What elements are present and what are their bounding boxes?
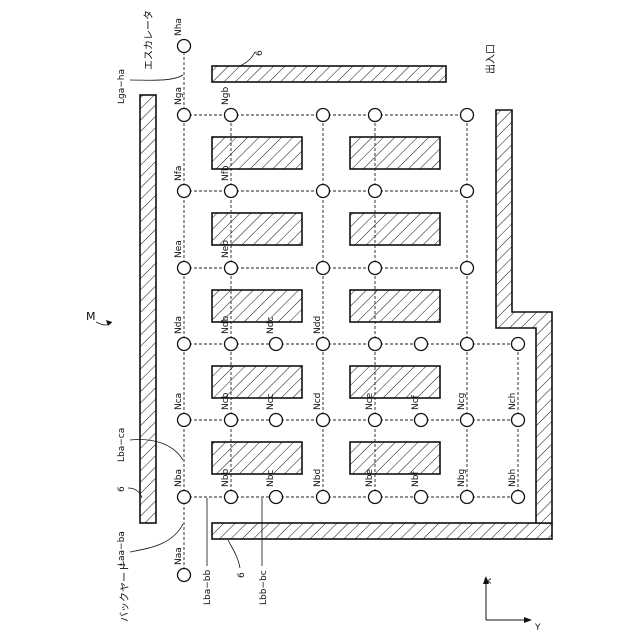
node-ngb xyxy=(225,109,238,122)
node-nge xyxy=(461,109,474,122)
node-ngc xyxy=(317,109,330,122)
wall-left xyxy=(140,95,156,523)
node-nca xyxy=(178,414,191,427)
node-label-nha: Nha xyxy=(174,18,184,36)
node-label-ngb: Ngb xyxy=(221,87,231,105)
node-nbb xyxy=(225,491,238,504)
node-label-nbb: Nbb xyxy=(221,469,231,487)
node-label-nbg: Nbg xyxy=(457,469,467,487)
label-backyard: バックヤード xyxy=(119,562,131,622)
node-label-nce: Nce xyxy=(365,392,375,410)
axis-y-label: Y xyxy=(534,623,541,633)
ref-6-bottom: 6 xyxy=(237,572,247,578)
node-label-nbc: Nbc xyxy=(266,470,276,487)
node-label-ndd: Ndd xyxy=(313,316,323,334)
node-ndh xyxy=(512,338,525,351)
node-label-nfb: Nfb xyxy=(221,165,231,181)
wall-top xyxy=(212,66,446,82)
edge-label-lga-ha: Lga−ha xyxy=(117,69,127,104)
node-label-neb: Neb xyxy=(221,240,231,258)
label-entrance: 出入口 xyxy=(484,44,497,74)
shelf-10 xyxy=(350,442,440,474)
node-label-nbd: Nbd xyxy=(313,469,323,487)
node-ncc xyxy=(270,414,283,427)
node-nfc xyxy=(317,185,330,198)
node-nbf xyxy=(415,491,428,504)
axis-x-label: X xyxy=(484,578,494,584)
node-nha xyxy=(178,40,191,53)
node-nfe xyxy=(461,185,474,198)
node-nce xyxy=(369,414,382,427)
node-nbc xyxy=(270,491,283,504)
ref-6-top: 6 xyxy=(255,50,265,56)
node-nch xyxy=(512,414,525,427)
node-ndg xyxy=(461,338,474,351)
node-label-ncc: Ncc xyxy=(266,393,276,410)
shelf-1 xyxy=(212,137,302,169)
leader-6-top xyxy=(240,52,255,66)
node-ncg xyxy=(461,414,474,427)
leader-lga-ha xyxy=(130,75,183,80)
edge-label-laa-ba: Laa−ba xyxy=(117,531,127,566)
node-ndd xyxy=(317,338,330,351)
node-ndc xyxy=(270,338,283,351)
node-nde xyxy=(369,338,382,351)
walls xyxy=(140,66,552,539)
node-label-nch: Nch xyxy=(508,393,518,410)
node-ncb xyxy=(225,414,238,427)
node-nga xyxy=(178,109,191,122)
node-nda xyxy=(178,338,191,351)
node-nbg xyxy=(461,491,474,504)
edge-label-lba-bb: Lba−bb xyxy=(203,570,213,605)
node-nba xyxy=(178,491,191,504)
node-nee xyxy=(461,262,474,275)
node-ncd xyxy=(317,414,330,427)
node-label-naa: Naa xyxy=(174,547,184,565)
node-neb xyxy=(225,262,238,275)
node-label-nba: Nba xyxy=(174,469,184,487)
node-ned xyxy=(369,262,382,275)
node-label-nbh: Nbh xyxy=(508,469,518,487)
leader-6-bottom xyxy=(228,540,240,568)
node-nfd xyxy=(369,185,382,198)
shelf-2 xyxy=(350,137,440,169)
node-ndf xyxy=(415,338,428,351)
node-label-ndc: Ndc xyxy=(266,317,276,334)
node-label-ndb: Ndb xyxy=(221,316,231,334)
figure-label: M xyxy=(86,310,96,323)
node-nfb xyxy=(225,185,238,198)
node-nbd xyxy=(317,491,330,504)
wall-bottom xyxy=(212,523,552,539)
node-nec xyxy=(317,262,330,275)
node-nfa xyxy=(178,185,191,198)
node-label-nbe: Nbe xyxy=(365,469,375,487)
node-label-nca: Nca xyxy=(174,393,184,410)
node-label-ncb: Ncb xyxy=(221,392,231,410)
node-label-nea: Nea xyxy=(174,240,184,258)
node-label-nga: Nga xyxy=(174,87,184,105)
label-escalator: エスカレータ xyxy=(143,10,155,70)
shelf-4 xyxy=(350,213,440,245)
node-label-nbf: Nbf xyxy=(411,471,421,487)
wall-right-step xyxy=(496,110,552,523)
node-label-nfa: Nfa xyxy=(174,166,184,181)
node-ngd xyxy=(369,109,382,122)
node-ncf xyxy=(415,414,428,427)
edge-label-lbb-bc: Lbb−bc xyxy=(259,570,269,605)
node-naa xyxy=(178,569,191,582)
node-label-ncd: Ncd xyxy=(313,393,323,410)
shelf-8 xyxy=(350,366,440,398)
node-label-ncg: Ncg xyxy=(457,393,467,410)
node-nea xyxy=(178,262,191,275)
edge-label-lba-ca: Lba−ca xyxy=(117,428,127,462)
axis-indicator: X Y xyxy=(483,576,541,633)
shelf-6 xyxy=(350,290,440,322)
node-ndb xyxy=(225,338,238,351)
node-nbh xyxy=(512,491,525,504)
node-label-ncf: Ncf xyxy=(411,394,421,410)
ref-6-left: 6 xyxy=(117,486,127,492)
node-label-nda: Nda xyxy=(174,316,184,334)
node-nbe xyxy=(369,491,382,504)
